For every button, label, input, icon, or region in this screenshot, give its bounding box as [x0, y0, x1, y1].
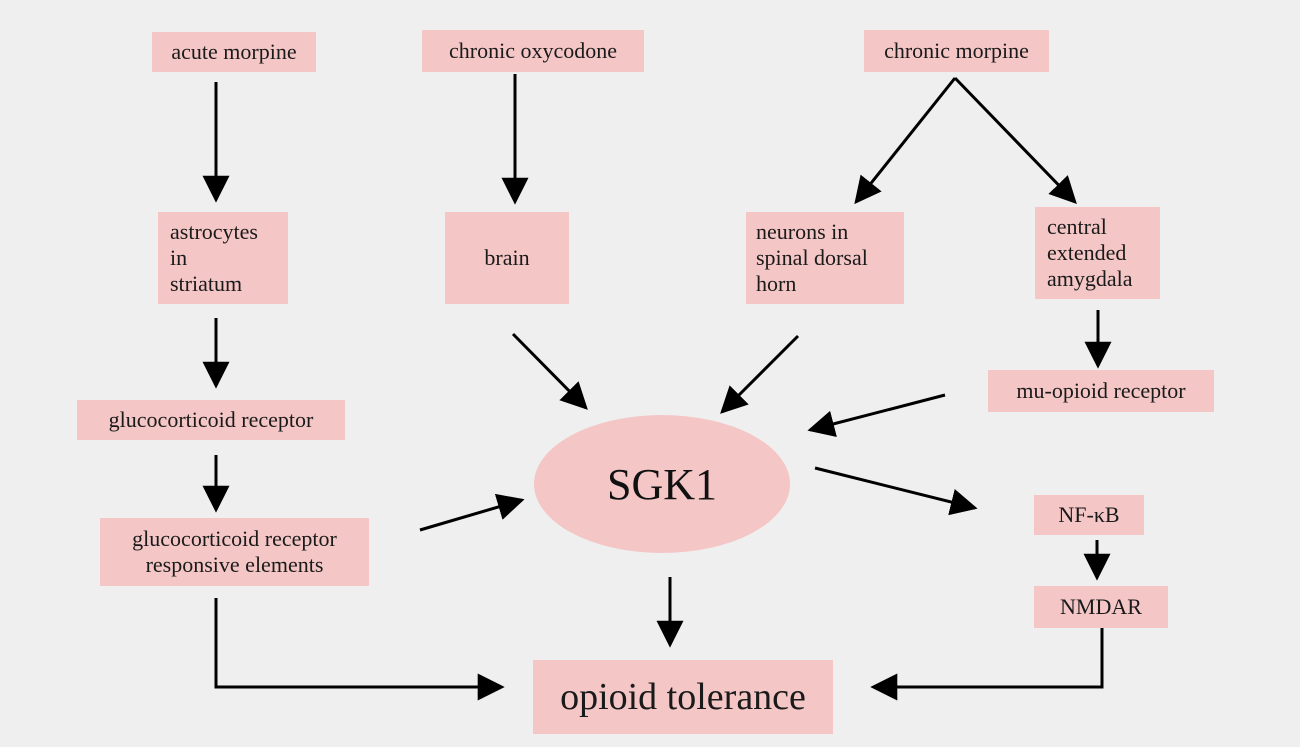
node-chronic-oxycodone: chronic oxycodone: [422, 30, 644, 72]
node-glucocorticoid-receptor-responsive-elements: glucocorticoid receptor responsive eleme…: [100, 518, 369, 586]
node-neurons-spinal-dorsal-horn: neurons in spinal dorsal horn: [746, 212, 904, 304]
arrow-morphine-to-amygdala: [953, 76, 1077, 204]
arrow-gre-to-tolerance: [214, 598, 505, 701]
node-acute-morphine: acute morpine: [152, 32, 316, 72]
node-brain: brain: [445, 212, 569, 304]
node-mu-opioid-receptor: mu-opioid receptor: [988, 370, 1214, 412]
arrow-gre-to-sgk1: [419, 493, 525, 532]
node-central-extended-amygdala: central extended amygdala: [1035, 207, 1160, 299]
node-opioid-tolerance: opioid tolerance: [533, 660, 833, 734]
arrow-nmdar-to-tolerance: [870, 628, 1104, 701]
arrow-sgk1-to-nfkb: [814, 466, 978, 516]
node-chronic-morphine: chronic morpine: [864, 30, 1049, 72]
arrow-neurons-to-sgk1: [720, 334, 800, 414]
arrow-mu-to-sgk1: [807, 393, 946, 437]
node-nmdar: NMDAR: [1034, 586, 1168, 628]
node-glucocorticoid-receptor: glucocorticoid receptor: [77, 400, 345, 440]
node-sgk1: SGK1: [534, 415, 790, 553]
node-nf-kb: NF-κB: [1034, 495, 1144, 535]
arrow-brain-to-sgk1: [511, 332, 588, 410]
node-astrocytes-in-striatum: astrocytes in striatum: [158, 212, 288, 304]
arrow-morphine-to-neurons: [854, 77, 957, 205]
